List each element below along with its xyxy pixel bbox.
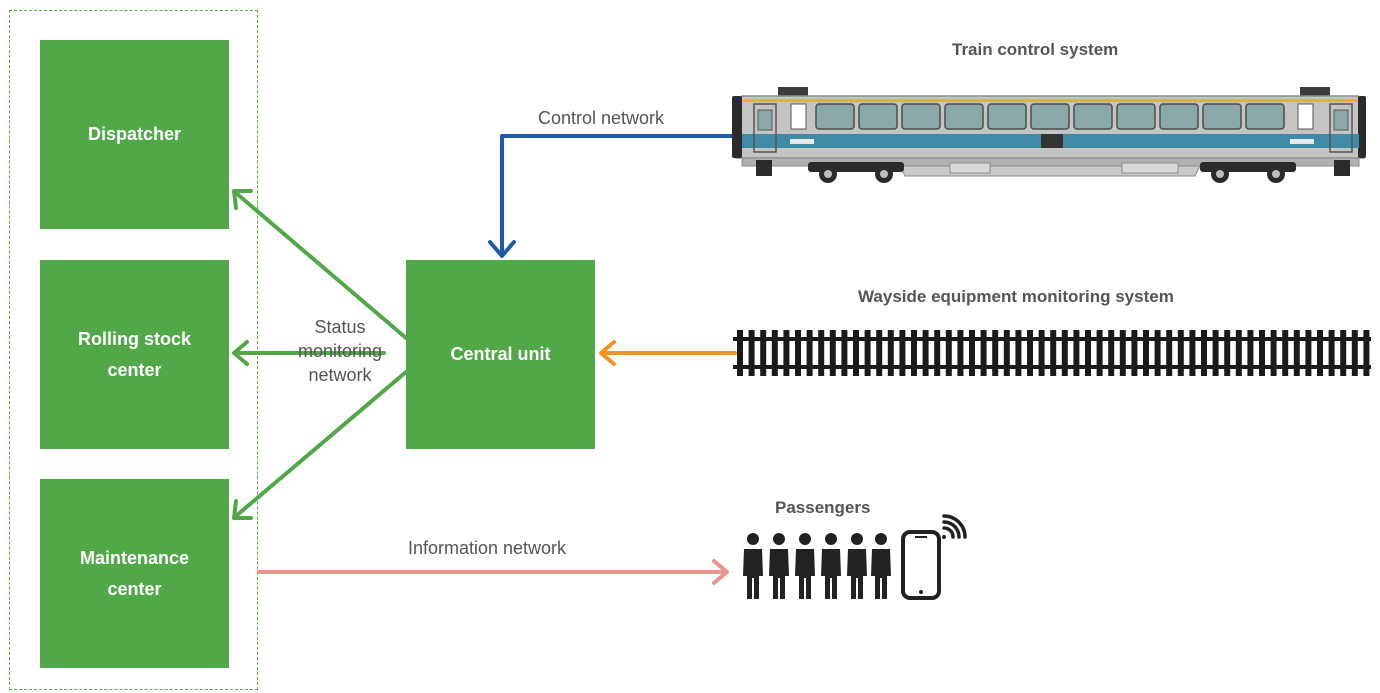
maintenance-center-label: Maintenance center <box>79 547 190 599</box>
track-sleeper <box>992 330 999 376</box>
track-sleeper <box>748 330 755 376</box>
track-sleeper <box>1015 330 1022 376</box>
track-sleeper <box>1050 330 1057 376</box>
central-unit-box: Central unit <box>406 260 595 449</box>
status-arrowhead-dispatcher <box>232 189 253 210</box>
track-sleeper <box>1143 330 1149 376</box>
track-sleeper <box>1003 330 1010 376</box>
status-arrowhead-rolling-stock <box>232 340 249 366</box>
track-sleeper <box>969 330 975 376</box>
status-monitoring-network-label: Status monitoring network <box>297 317 383 385</box>
track-sleeper <box>1154 330 1161 376</box>
person-icon <box>769 533 789 599</box>
control-network-line <box>500 134 735 256</box>
track-sleeper <box>1201 330 1207 376</box>
person-icon <box>871 533 891 599</box>
track-sleeper <box>829 330 836 376</box>
track-sleeper <box>1305 330 1312 376</box>
wayside-arrowhead <box>599 340 616 366</box>
track-sleeper <box>783 330 790 376</box>
status-arrow-dispatcher <box>234 191 408 340</box>
track-sleeper <box>1317 330 1323 376</box>
track-sleeper <box>934 330 941 376</box>
track-sleeper <box>1247 330 1254 376</box>
track-sleeper <box>1259 330 1265 376</box>
information-network-arrowhead <box>712 559 729 585</box>
track-sleeper <box>853 330 859 376</box>
track-sleeper <box>887 330 894 376</box>
track-sleeper <box>945 330 952 376</box>
central-unit-label: Central unit <box>450 344 551 364</box>
person-icon <box>795 533 815 599</box>
track-sleeper <box>1328 330 1335 376</box>
track-sleeper <box>1212 330 1219 376</box>
control-network-arrowhead <box>488 240 516 258</box>
track-sleeper <box>957 330 964 376</box>
dispatcher-box: Dispatcher <box>40 40 229 229</box>
track-sleeper <box>760 330 767 376</box>
track-sleeper <box>1166 330 1173 376</box>
track-sleeper <box>841 330 848 376</box>
person-icon <box>847 533 867 599</box>
track-sleeper <box>911 330 917 376</box>
maintenance-center-box: Maintenance center <box>40 479 229 668</box>
track-sleeper <box>771 330 778 376</box>
track-sleeper <box>980 330 987 376</box>
track-sleeper <box>1189 330 1196 376</box>
track-sleeper <box>1085 330 1091 376</box>
dispatcher-label: Dispatcher <box>87 124 182 144</box>
track-sleeper <box>922 330 929 376</box>
track-sleeper <box>1038 330 1045 376</box>
person-icon <box>743 533 763 599</box>
train-control-system-title: Train control system <box>952 40 1119 59</box>
track-sleeper <box>1363 330 1370 376</box>
passengers-title: Passengers <box>775 498 871 517</box>
track-sleeper <box>1177 330 1184 376</box>
track-sleeper <box>1119 330 1126 376</box>
track-sleeper <box>1131 330 1138 376</box>
track-sleeper <box>1351 330 1358 376</box>
track-sleeper <box>818 330 825 376</box>
status-arrow-maintenance <box>234 370 408 518</box>
track-sleeper <box>1235 330 1242 376</box>
track-sleeper <box>1282 330 1289 376</box>
track-sleeper <box>1270 330 1277 376</box>
track-sleeper <box>737 330 743 376</box>
track-sleeper <box>899 330 906 376</box>
wayside-monitoring-title: Wayside equipment monitoring system <box>858 287 1174 306</box>
track-sleeper <box>864 330 871 376</box>
status-arrowhead-maintenance <box>232 499 253 520</box>
track-sleeper <box>1108 330 1115 376</box>
control-network-label: Control network <box>538 108 665 128</box>
rolling-stock-center-box: Rolling stock center <box>40 260 229 449</box>
track-sleeper <box>1096 330 1103 376</box>
track-sleeper <box>1073 330 1080 376</box>
operations-group-border <box>9 10 258 690</box>
track-sleeper <box>1061 330 1068 376</box>
track-sleeper <box>876 330 883 376</box>
track-sleeper <box>1027 330 1033 376</box>
information-network-label: Information network <box>407 538 567 558</box>
rolling-stock-center-label: Rolling stock center <box>77 328 191 380</box>
person-icon <box>821 533 841 599</box>
track-sleeper <box>795 330 801 376</box>
track-sleeper <box>1340 330 1347 376</box>
track-sleeper <box>1224 330 1231 376</box>
track-sleeper <box>806 330 813 376</box>
track-sleeper <box>1293 330 1300 376</box>
